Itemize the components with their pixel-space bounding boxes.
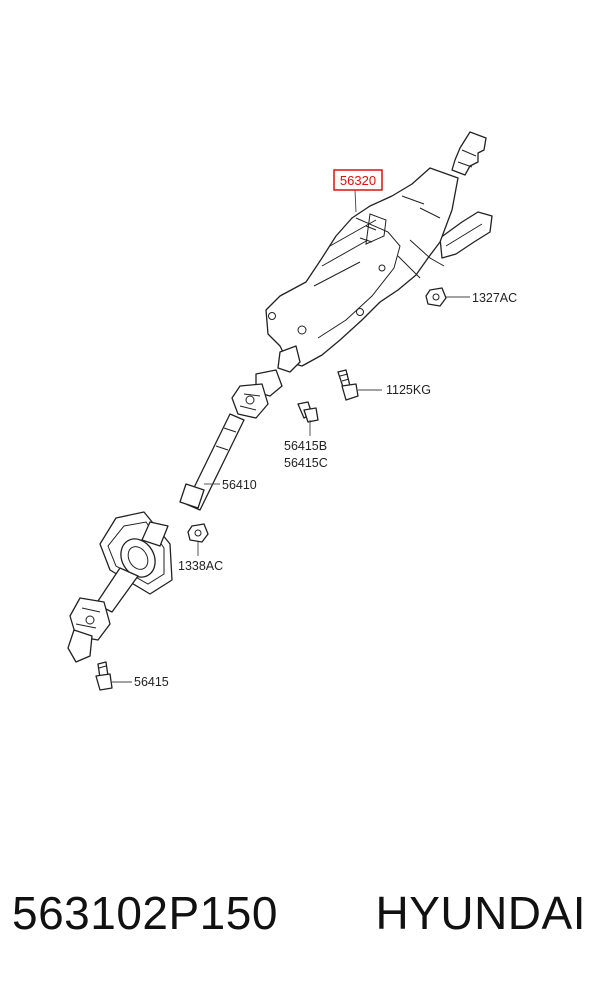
label-56415: 56415 <box>134 675 169 689</box>
label-1338ac: 1338AC <box>178 559 223 573</box>
bolt-1125kg <box>337 369 359 401</box>
steering-column-exploded-diagram: 56320 1327AC 1125KG 56415B 56415C 56410 … <box>67 131 517 691</box>
label-56415b: 56415B <box>284 439 327 453</box>
upper-column-housing <box>265 167 459 367</box>
column-shaft-top <box>451 131 487 176</box>
leader-56320 <box>354 189 357 213</box>
lower-universal-joint <box>67 567 139 663</box>
highlight-box <box>333 169 383 191</box>
tilt-lever <box>439 211 493 259</box>
upper-universal-joint <box>231 369 283 419</box>
part-number: 563102P150 <box>12 887 278 939</box>
label-56410: 56410 <box>222 478 257 492</box>
caption-bar: 563102P150 HYUNDAI <box>0 868 600 958</box>
label-56320: 56320 <box>340 173 376 188</box>
label-1125kg: 1125KG <box>386 383 431 397</box>
intermediate-shaft <box>179 413 245 511</box>
brand-name: HYUNDAI <box>375 887 586 939</box>
label-56415c: 56415C <box>284 456 328 470</box>
nut-1338ac <box>187 523 209 543</box>
bolt-56415b <box>297 401 319 423</box>
column-lower-stub <box>277 345 301 373</box>
nut-1327ac <box>425 287 447 307</box>
bolt-56415 <box>95 661 113 691</box>
label-1327ac: 1327AC <box>472 291 517 305</box>
